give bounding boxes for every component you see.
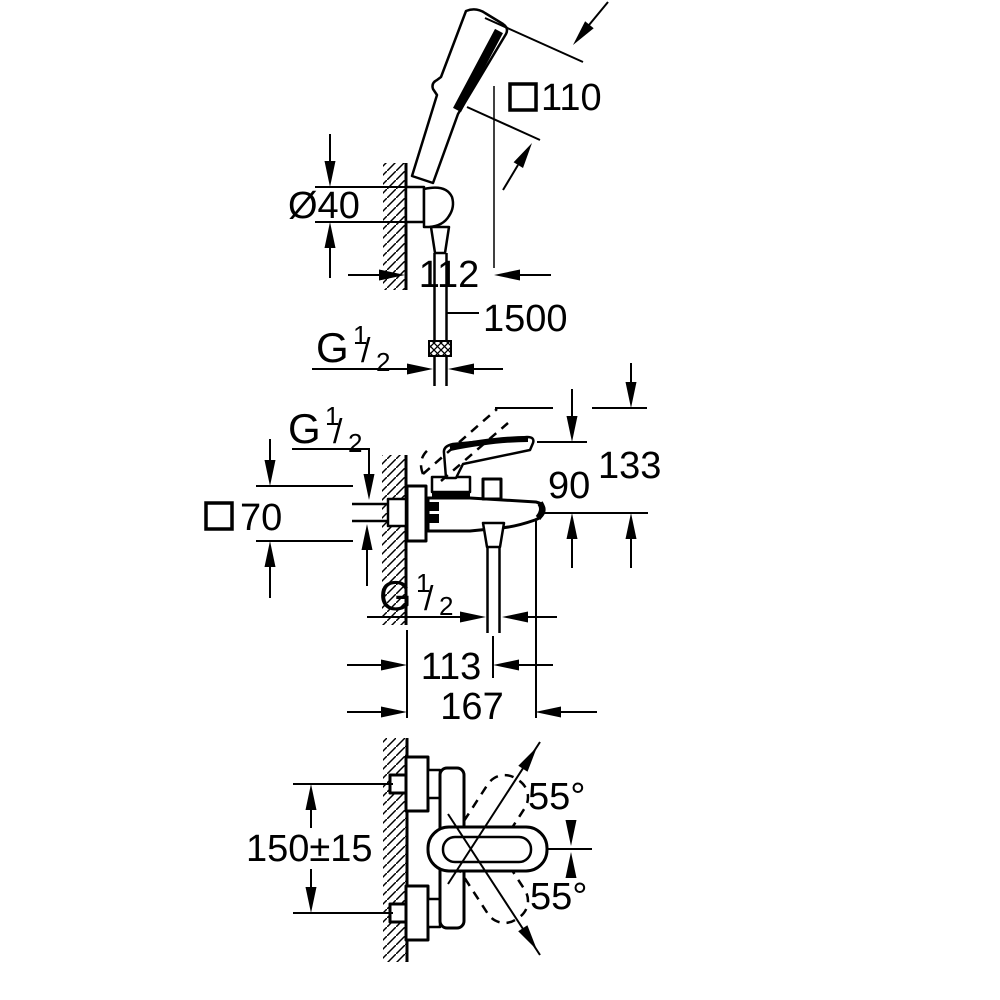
arrowhead <box>305 784 317 810</box>
diverter-knob <box>481 477 503 501</box>
arrowhead <box>535 706 561 718</box>
dim-angle-down-value: 55° <box>530 876 587 918</box>
thread-label-g: G <box>316 324 349 371</box>
wall-hatch <box>383 738 407 962</box>
dim-113-value: 113 <box>421 646 482 688</box>
bottom-connection <box>388 884 442 942</box>
wall-hatch <box>382 455 406 625</box>
arrowhead <box>625 513 637 539</box>
dim-height-133-value: 133 <box>598 445 661 487</box>
arrowhead <box>361 524 373 550</box>
outlet-hose <box>486 547 501 633</box>
dim-angle-up-value: 55° <box>528 776 585 818</box>
dim-height-90-value: 90 <box>548 465 590 507</box>
arrowhead <box>625 382 637 408</box>
union-nut <box>386 497 408 528</box>
thread-label-g: G <box>379 572 412 619</box>
view-hand-shower-set: 110 Ø40 112 1500 <box>288 1 609 386</box>
dim-150-value: 150±15 <box>246 828 373 870</box>
thread-label-slash: / <box>361 332 371 370</box>
outlet-connector <box>481 521 506 549</box>
arrowhead <box>493 659 519 671</box>
dim-holder-diameter-value: Ø40 <box>288 185 360 227</box>
dim-outlet-thread: G 1 / 2 <box>367 568 557 623</box>
arrowhead <box>566 513 578 539</box>
inlet-union <box>428 514 439 523</box>
dim-swing-angle-up: 55° <box>518 747 585 846</box>
arrowhead <box>448 363 474 375</box>
dim-wall-offset: 112 <box>348 86 551 296</box>
dim-holder-diameter: Ø40 <box>288 134 406 278</box>
supply-stub <box>352 497 408 528</box>
arrowhead <box>566 416 578 442</box>
thread-label-g: G <box>288 405 321 452</box>
wall-hatch <box>383 163 406 290</box>
arrowhead <box>460 611 486 623</box>
escutcheon <box>404 755 430 813</box>
dim-depths: 113 167 <box>347 521 597 728</box>
thread-label-slash: / <box>424 580 434 618</box>
dim-connection-distance: 150±15 <box>246 783 393 914</box>
arrowhead <box>494 269 520 281</box>
inlet-union <box>428 502 439 511</box>
view-mixer-front: 150±15 55° 55° <box>246 738 592 962</box>
hose-nut <box>428 340 452 357</box>
thread-label-numerator: 1 <box>416 568 430 598</box>
dim-hose-length-value: 1500 <box>483 298 568 340</box>
arrowhead <box>264 460 276 486</box>
thread-label-denominator: 2 <box>348 428 362 458</box>
arrowhead <box>324 222 336 248</box>
dim-hose-length: 1500 <box>447 298 568 340</box>
arrowhead <box>518 747 537 772</box>
dim-head-size-value: 110 <box>541 77 602 119</box>
s-union <box>426 897 442 929</box>
view-mixer-side: G 1 / 2 70 <box>204 363 661 728</box>
dim-wall-offset-value: 112 <box>419 254 480 296</box>
arrowhead <box>305 887 317 913</box>
escutcheon <box>404 884 430 942</box>
thread-label-numerator: 1 <box>325 401 339 431</box>
shower-face <box>453 28 503 113</box>
lever-raised-dashed <box>419 408 509 482</box>
spout-tip-edge <box>535 501 546 520</box>
hose-nipple <box>429 225 451 255</box>
arrowhead <box>502 611 528 623</box>
arrowhead <box>573 21 594 45</box>
arrowhead <box>565 820 577 846</box>
dim-167-value: 167 <box>440 686 503 728</box>
thread-label-slash: / <box>333 413 343 451</box>
cartridge-ring <box>432 492 470 499</box>
arrowhead <box>363 474 375 500</box>
arrowhead <box>264 541 276 567</box>
s-union <box>426 768 442 800</box>
escutcheon <box>405 484 428 543</box>
dim-swing-angle-down: 55° <box>518 852 587 950</box>
dim-hose-thread: G 1 / 2 <box>312 320 503 377</box>
lever-front <box>426 825 549 873</box>
shower-hose <box>428 253 452 386</box>
arrowhead <box>407 363 433 375</box>
arrowhead <box>379 269 405 281</box>
holder-horn <box>422 186 455 229</box>
thread-label-denominator: 2 <box>439 591 453 621</box>
square-symbol-icon <box>508 82 538 112</box>
arrowhead <box>381 659 407 671</box>
dim-lever-heights: 90 133 <box>495 363 661 568</box>
arrowhead <box>513 143 532 168</box>
top-connection <box>388 755 442 813</box>
dim-escutcheon-value: 70 <box>240 497 282 539</box>
dim-head-size: 110 <box>466 1 609 191</box>
dim-escutcheon-size: 70 <box>204 439 353 598</box>
arrowhead <box>381 706 407 718</box>
thread-label-denominator: 2 <box>376 347 390 377</box>
arrowhead <box>324 161 336 187</box>
dim-inlet-thread: G 1 / 2 <box>288 401 375 586</box>
lever-top-edge <box>449 436 529 451</box>
thread-label-numerator: 1 <box>353 320 367 350</box>
arrowhead <box>565 852 577 878</box>
square-symbol-icon <box>204 501 234 531</box>
holder-flange <box>404 185 426 224</box>
arrowhead <box>518 925 537 950</box>
